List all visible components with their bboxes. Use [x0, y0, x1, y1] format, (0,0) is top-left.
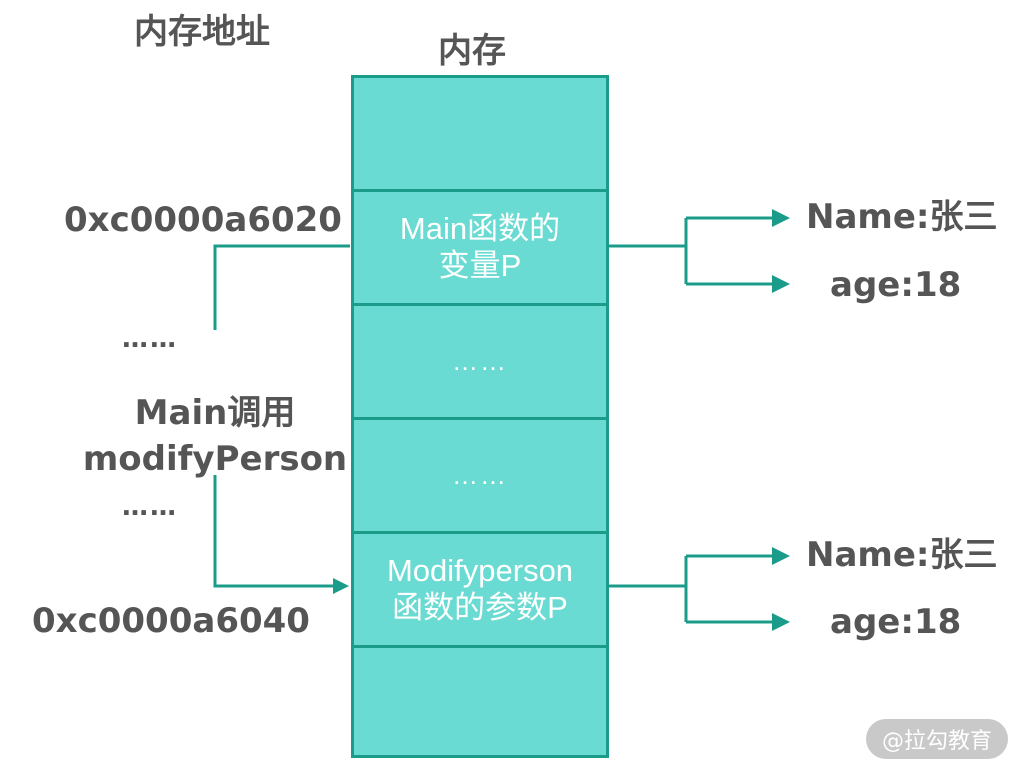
param-line1: Modifyperson	[386, 552, 574, 588]
main-var-line2: 变量P	[438, 247, 522, 283]
call-note-line1: Main调用	[134, 393, 296, 433]
watermark-badge: @拉勾教育	[866, 719, 1008, 759]
call-note-line2: modifyPerson	[82, 439, 348, 479]
middle-ellipsis-1: ……	[452, 346, 508, 377]
bottom-name-arrow	[772, 547, 790, 565]
memory-title: 内存	[438, 31, 506, 71]
ellipsis-bottom: ……	[122, 492, 178, 522]
memory-cell-middle-1: ……	[354, 306, 606, 417]
memory-cell-middle-2: ……	[354, 420, 606, 531]
memory-divider	[354, 189, 606, 192]
bottom-field-name: Name:张三	[806, 535, 998, 575]
call-arrow	[333, 578, 349, 594]
memory-divider	[354, 531, 606, 534]
memory-address-title: 内存地址	[134, 12, 270, 52]
top-field-name: Name:张三	[806, 197, 998, 237]
bottom-age-arrow	[772, 613, 790, 631]
memory-divider	[354, 303, 606, 306]
call-connector-lower	[213, 475, 336, 588]
ellipsis-top: ……	[122, 324, 178, 354]
main-var-line1: Main函数的	[399, 210, 561, 246]
top-field-age: age:18	[830, 265, 962, 305]
param-line2: 函数的参数P	[392, 589, 568, 625]
memory-divider	[354, 645, 606, 648]
address-main-var: 0xc0000a6020	[64, 200, 342, 240]
bottom-field-age: age:18	[830, 602, 962, 642]
address-param: 0xc0000a6040	[32, 601, 310, 641]
call-connector	[213, 244, 350, 330]
memory-cell-main-var: Main函数的 变量P	[354, 192, 606, 303]
memory-cell-param: Modifyperson 函数的参数P	[354, 534, 606, 645]
middle-ellipsis-2: ……	[452, 460, 508, 491]
top-age-arrow	[772, 275, 790, 293]
memory-column: Main函数的 变量P …… …… Modifyperson 函数的参数P	[351, 75, 609, 758]
memory-divider	[354, 417, 606, 420]
top-name-arrow	[772, 209, 790, 227]
